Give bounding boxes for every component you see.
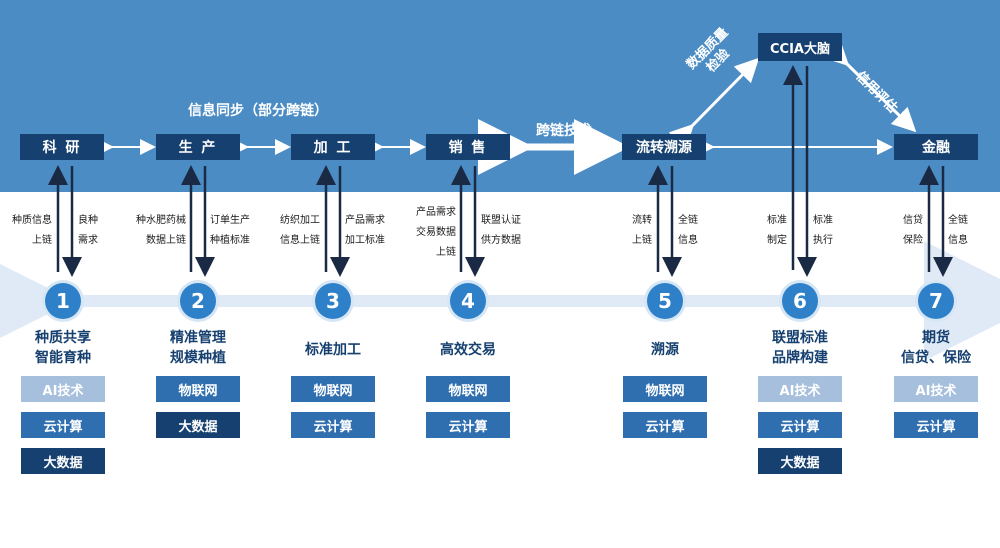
col1-title: 种质共享智能育种 <box>35 330 91 366</box>
col3-left-text: 纺织加工信息上链 <box>280 215 320 246</box>
col2-left-text: 种水肥药械数据上链 <box>136 215 186 246</box>
col6-tag-cloud: 云计算 <box>758 412 842 438</box>
col7-left-text: 信贷保险 <box>903 215 923 246</box>
col1-left-text: 种质信息上链 <box>12 215 52 246</box>
step-circle-4: 4 <box>450 283 486 319</box>
stage-finance: 金融 <box>894 134 978 160</box>
col6-title: 联盟标准品牌构建 <box>772 330 828 366</box>
col5-title: 溯源 <box>651 342 679 358</box>
col4-tag-iot: 物联网 <box>426 376 510 402</box>
top-band <box>0 0 1000 192</box>
ccia-brain-box: CCIA大脑 <box>758 33 842 61</box>
col7-right-text: 全链信息 <box>948 215 968 246</box>
step-circle-2: 2 <box>180 283 216 319</box>
col3-tag-iot: 物联网 <box>291 376 375 402</box>
col7-tag-cloud: 云计算 <box>894 412 978 438</box>
col2-right-text: 订单生产种植标准 <box>210 215 250 246</box>
col2-tag-bigdata: 大数据 <box>156 412 240 438</box>
col1-tag-cloud: 云计算 <box>21 412 105 438</box>
stage-sales: 销 售 <box>426 134 510 160</box>
col5-left-text: 流转上链 <box>632 215 652 246</box>
col5-tag-cloud: 云计算 <box>623 412 707 438</box>
col3-tag-cloud: 云计算 <box>291 412 375 438</box>
col2-tag-iot: 物联网 <box>156 376 240 402</box>
col6-left-text: 标准制定 <box>767 215 787 246</box>
col1-right-text: 良种需求 <box>78 215 98 246</box>
col1-tag-ai: AI技术 <box>21 376 105 402</box>
sync-label: 信息同步（部分跨链） <box>188 103 328 119</box>
step-circle-6: 6 <box>782 283 818 319</box>
stage-production: 生 产 <box>156 134 240 160</box>
cross-chain-label: 跨链技术 <box>536 123 592 139</box>
stage-traceability: 流转溯源 <box>622 134 706 160</box>
col7-title: 期货信贷、保险 <box>901 330 971 366</box>
col1-tag-bigdata: 大数据 <box>21 448 105 474</box>
col2-title: 精准管理规模种植 <box>170 330 226 366</box>
col4-right-text: 联盟认证供方数据 <box>481 215 521 246</box>
stage-research: 科 研 <box>20 134 104 160</box>
col5-right-text: 全链信息 <box>678 215 698 246</box>
col4-left-text: 产品需求交易数据上链 <box>416 207 456 258</box>
col6-tag-bigdata: 大数据 <box>758 448 842 474</box>
stage-processing: 加 工 <box>291 134 375 160</box>
step-circle-7: 7 <box>918 283 954 319</box>
col7-tag-ai: AI技术 <box>894 376 978 402</box>
col6-right-text: 标准执行 <box>813 215 833 246</box>
col3-title: 标准加工 <box>305 342 361 358</box>
step-circle-5: 5 <box>647 283 683 319</box>
step-circle-3: 3 <box>315 283 351 319</box>
col5-tag-iot: 物联网 <box>623 376 707 402</box>
col4-title: 高效交易 <box>440 342 496 358</box>
col3-right-text: 产品需求加工标准 <box>345 215 385 246</box>
col4-tag-cloud: 云计算 <box>426 412 510 438</box>
col6-tag-ai: AI技术 <box>758 376 842 402</box>
step-circle-1: 1 <box>45 283 81 319</box>
